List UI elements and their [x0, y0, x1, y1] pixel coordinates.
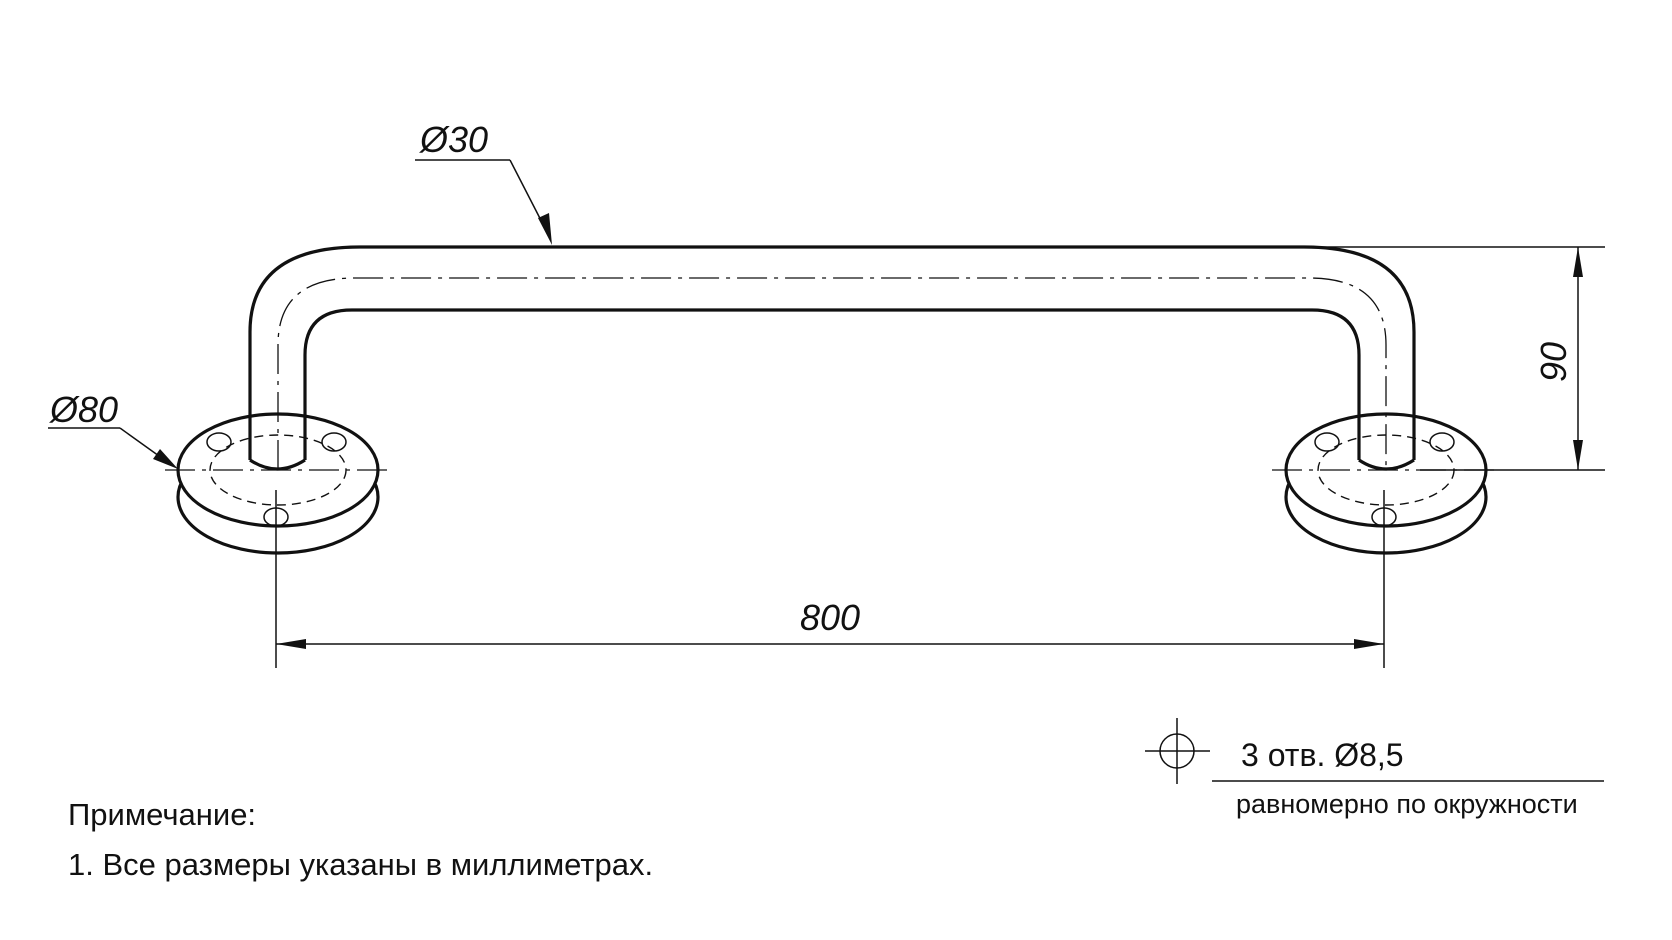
flange-diameter-arrow — [153, 449, 178, 469]
length-dimension: 800 — [275, 490, 1385, 668]
right-hole-1 — [1314, 432, 1340, 452]
holes-distribution-label: равномерно по окружности — [1236, 789, 1578, 819]
tube-diameter-arrow — [538, 213, 552, 245]
tube-outer-contour — [248, 245, 1416, 460]
tube-diameter-label: Ø30 — [419, 119, 488, 160]
height-arrow-bottom — [1573, 440, 1583, 470]
right-tube-end — [1358, 458, 1415, 471]
height-dimension: 90 — [1304, 246, 1605, 471]
length-arrow-left — [276, 639, 306, 649]
height-arrow-top — [1573, 247, 1583, 277]
length-arrow-right — [1354, 639, 1384, 649]
height-dimension-label: 90 — [1533, 342, 1574, 382]
note-heading: Примечание: — [68, 797, 256, 832]
left-tube-end — [249, 458, 306, 471]
length-dimension-label: 800 — [800, 597, 860, 638]
tube-diameter-callout: Ø30 — [415, 119, 552, 245]
left-hole-2 — [321, 432, 347, 452]
holes-spec-label: 3 отв. Ø8,5 — [1241, 737, 1404, 773]
left-hole-1 — [206, 432, 232, 452]
holes-callout: 3 отв. Ø8,5 равномерно по окружности — [1145, 718, 1604, 819]
tube-centerline — [277, 277, 1387, 470]
right-hole-2 — [1429, 432, 1455, 452]
note-item-1: 1. Все размеры указаны в миллиметрах. — [68, 847, 653, 882]
flange-diameter-callout: Ø80 — [48, 389, 178, 469]
note-block: Примечание: 1. Все размеры указаны в мил… — [68, 797, 653, 882]
left-flange — [176, 412, 380, 555]
flange-diameter-label: Ø80 — [49, 389, 118, 430]
tube-inner-contour — [303, 308, 1361, 460]
